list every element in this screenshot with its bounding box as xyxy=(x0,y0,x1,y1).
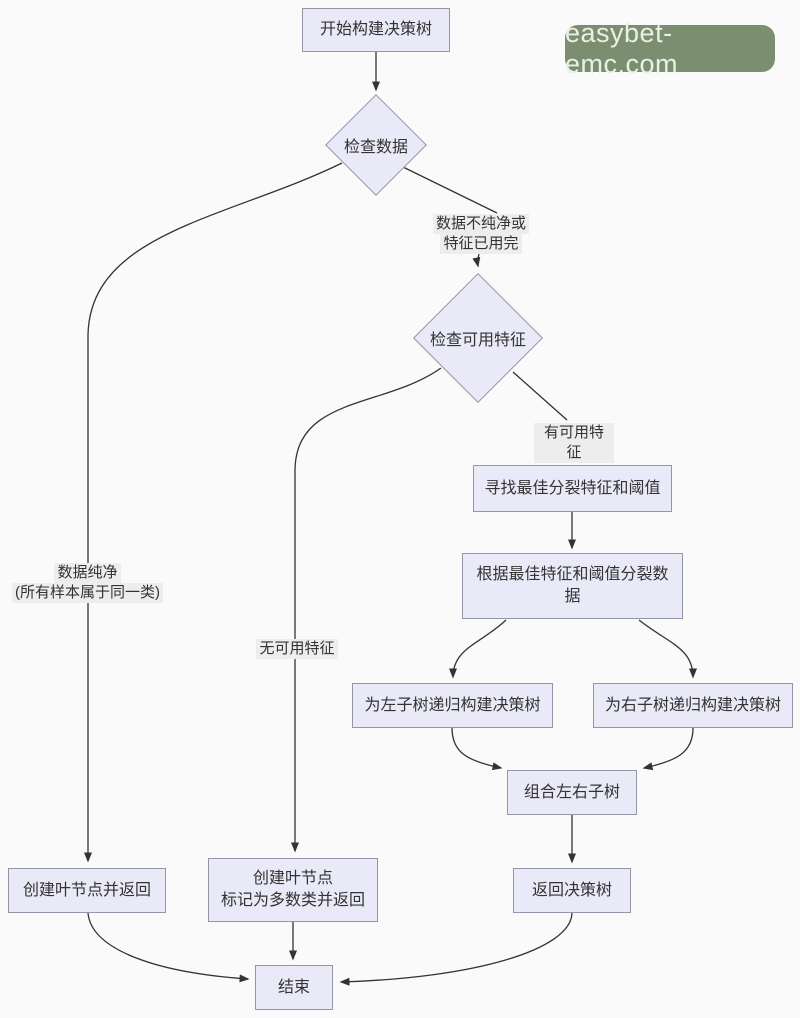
node-left-recurse-label: 为左子树递归构建决策树 xyxy=(364,696,541,714)
node-leaf-majority-line1: 创建叶节点 xyxy=(252,870,333,888)
node-leaf-return: 创建叶节点并返回 xyxy=(8,868,166,913)
edge-label-pure-line1: 数据纯净 xyxy=(54,563,121,583)
node-leaf-majority-line2: 标记为多数类并返回 xyxy=(220,892,365,909)
node-end: 结束 xyxy=(255,965,333,1010)
edge-impure-label-to-check-features xyxy=(472,253,481,268)
edge-label-no-features-text: 无可用特征 xyxy=(256,639,338,659)
watermark-badge: easybet-emc.com xyxy=(565,18,775,79)
edge-label-impure-line2: 特征已用完 xyxy=(440,233,522,254)
edge-split-data-to-left-recurse xyxy=(449,619,507,679)
edge-left-recurse-to-combine xyxy=(451,727,503,771)
node-check-data: 检查数据 xyxy=(324,94,428,196)
node-check-features-label: 检查可用特征 xyxy=(429,332,526,349)
watermark-text: easybet-emc.com xyxy=(565,17,679,79)
node-return-tree-label: 返回决策树 xyxy=(531,881,612,899)
node-leaf-return-label: 创建叶节点并返回 xyxy=(22,881,151,899)
node-combine-label: 组合左右子树 xyxy=(523,783,620,801)
edge-label-has-features: 有可用特征 xyxy=(534,423,614,463)
node-end-label: 结束 xyxy=(277,978,310,996)
edge-label-has-features-text: 有可用特征 xyxy=(534,423,614,463)
edge-label-impure-line1: 数据不纯净或 xyxy=(432,214,529,234)
node-start: 开始构建决策树 xyxy=(302,8,450,52)
edge-split-data-to-right-recurse xyxy=(638,619,697,679)
edge-right-recurse-to-combine xyxy=(642,727,694,771)
edge-label-pure: 数据纯净 (所有样本属于同一类) xyxy=(10,563,165,603)
node-right-recurse: 为右子树递归构建决策树 xyxy=(593,683,793,728)
node-find-split-label: 寻找最佳分裂特征和阈值 xyxy=(484,479,661,497)
node-find-split: 寻找最佳分裂特征和阈值 xyxy=(473,465,672,512)
edge-label-no-features: 无可用特征 xyxy=(256,639,338,659)
node-check-features: 检查可用特征 xyxy=(412,272,544,404)
node-check-data-label: 检查数据 xyxy=(343,139,408,156)
edge-return-tree-to-end xyxy=(339,912,573,986)
edge-label-impure: 数据不纯净或 特征已用完 xyxy=(424,214,538,254)
node-start-label: 开始构建决策树 xyxy=(319,21,432,39)
node-return-tree: 返回决策树 xyxy=(513,868,631,913)
node-leaf-majority: 创建叶节点 标记为多数类并返回 xyxy=(208,858,378,922)
edge-label-pure-line2: (所有样本属于同一类) xyxy=(12,582,163,603)
edge-check-features-no-branch xyxy=(291,367,442,853)
node-right-recurse-label: 为右子树递归构建决策树 xyxy=(604,696,781,714)
node-split-data-label: 根据最佳特征和阈值分裂数据 xyxy=(476,566,669,605)
edge-leaf-return-to-end xyxy=(87,912,250,983)
edge-check-data-to-impure-label xyxy=(402,166,498,214)
edge-check-data-pure-branch xyxy=(84,162,343,863)
node-combine: 组合左右子树 xyxy=(507,770,637,815)
node-left-recurse: 为左子树递归构建决策树 xyxy=(352,683,553,728)
node-split-data: 根据最佳特征和阈值分裂数据 xyxy=(462,553,683,619)
edge-check-features-to-has-label xyxy=(512,371,568,421)
